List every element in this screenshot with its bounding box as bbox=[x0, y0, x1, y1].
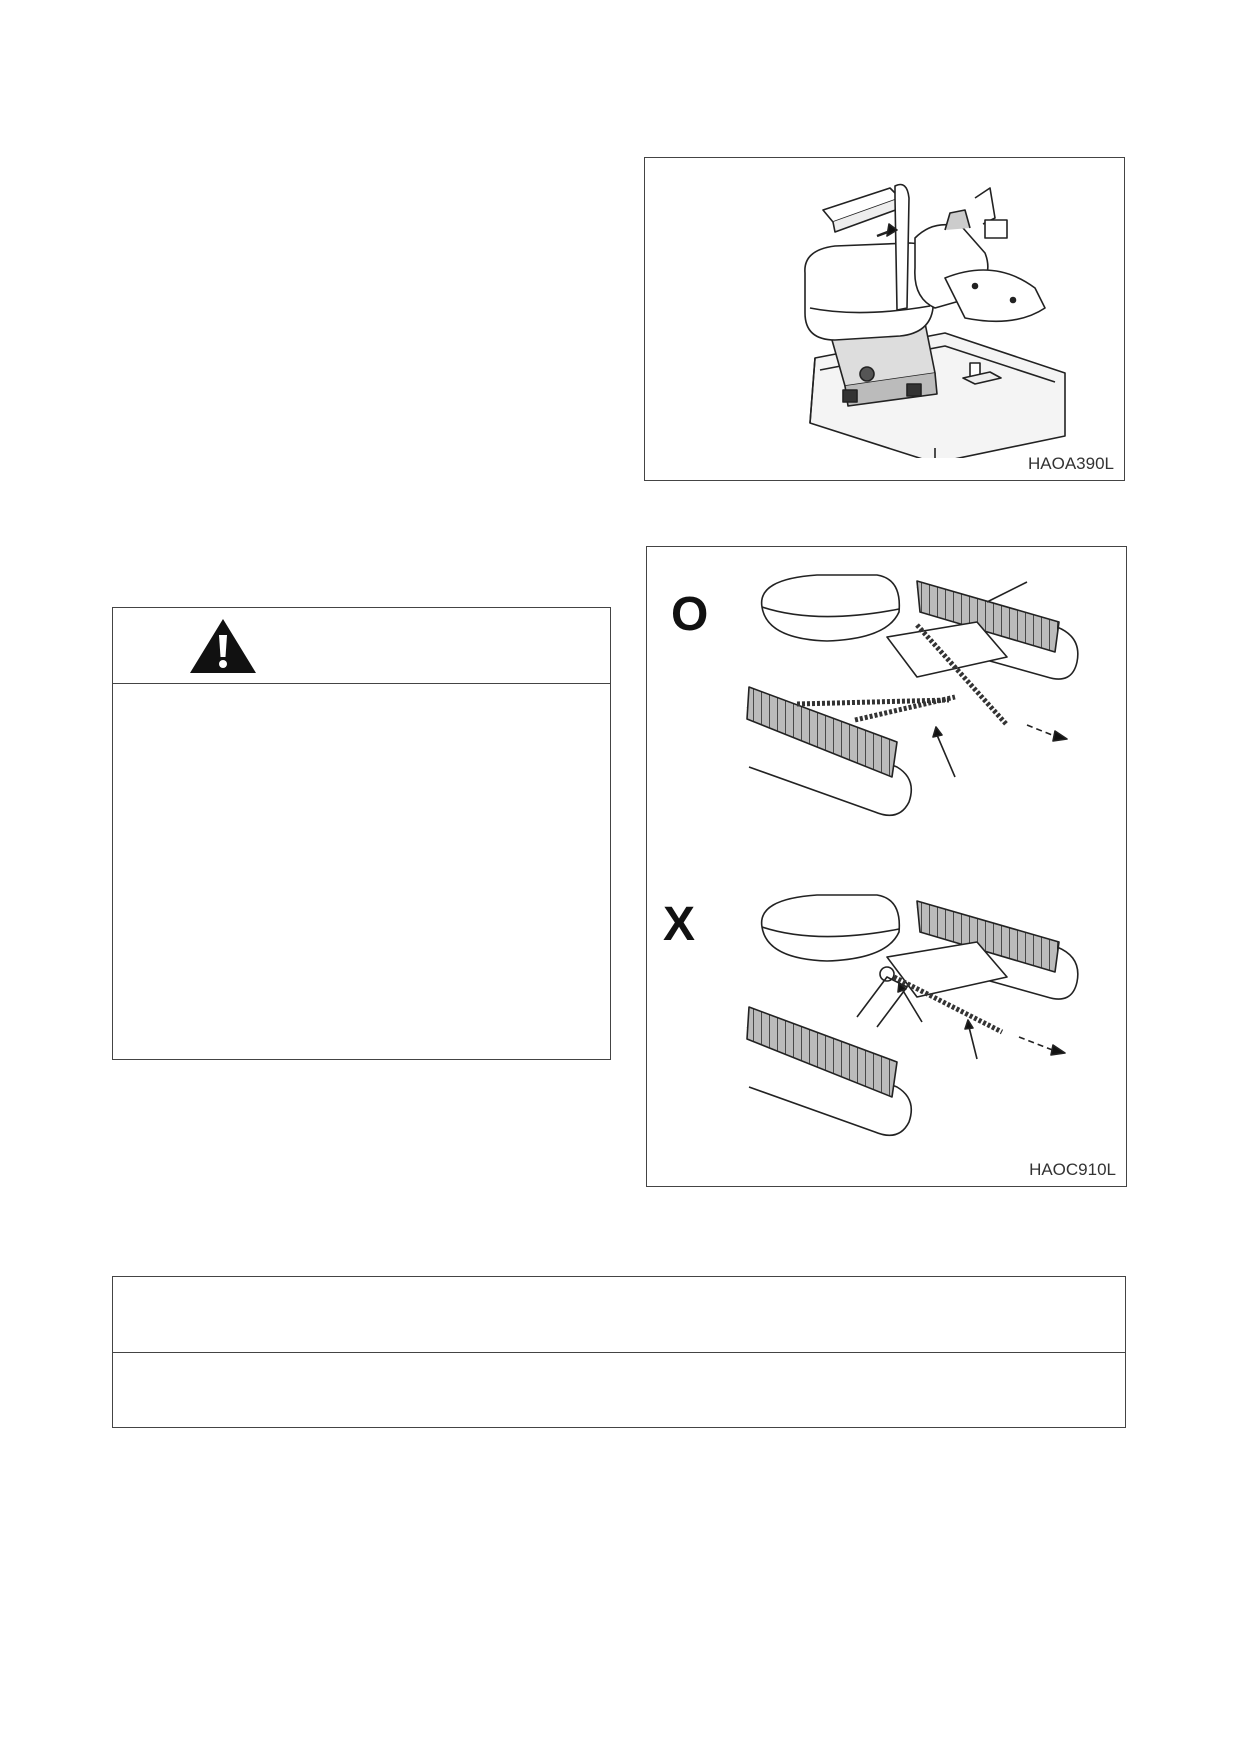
warning-box bbox=[112, 607, 611, 1060]
warning-header bbox=[113, 608, 610, 684]
towing-figure-caption: HAOC910L bbox=[1029, 1160, 1116, 1179]
notice-table-row bbox=[113, 1277, 1125, 1353]
seat-figure: HAOA390L bbox=[644, 157, 1125, 481]
incorrect-mark: X bbox=[663, 898, 696, 951]
correct-mark: O bbox=[671, 588, 709, 641]
towing-figure: O X bbox=[646, 546, 1127, 1187]
notice-table bbox=[112, 1276, 1126, 1428]
seat-illustration bbox=[804, 183, 1066, 458]
seat-figure-caption: HAOA390L bbox=[1028, 454, 1114, 473]
towing-incorrect-illustration bbox=[746, 894, 1079, 1137]
towing-correct-illustration bbox=[746, 574, 1079, 817]
warning-triangle-icon bbox=[190, 619, 256, 673]
